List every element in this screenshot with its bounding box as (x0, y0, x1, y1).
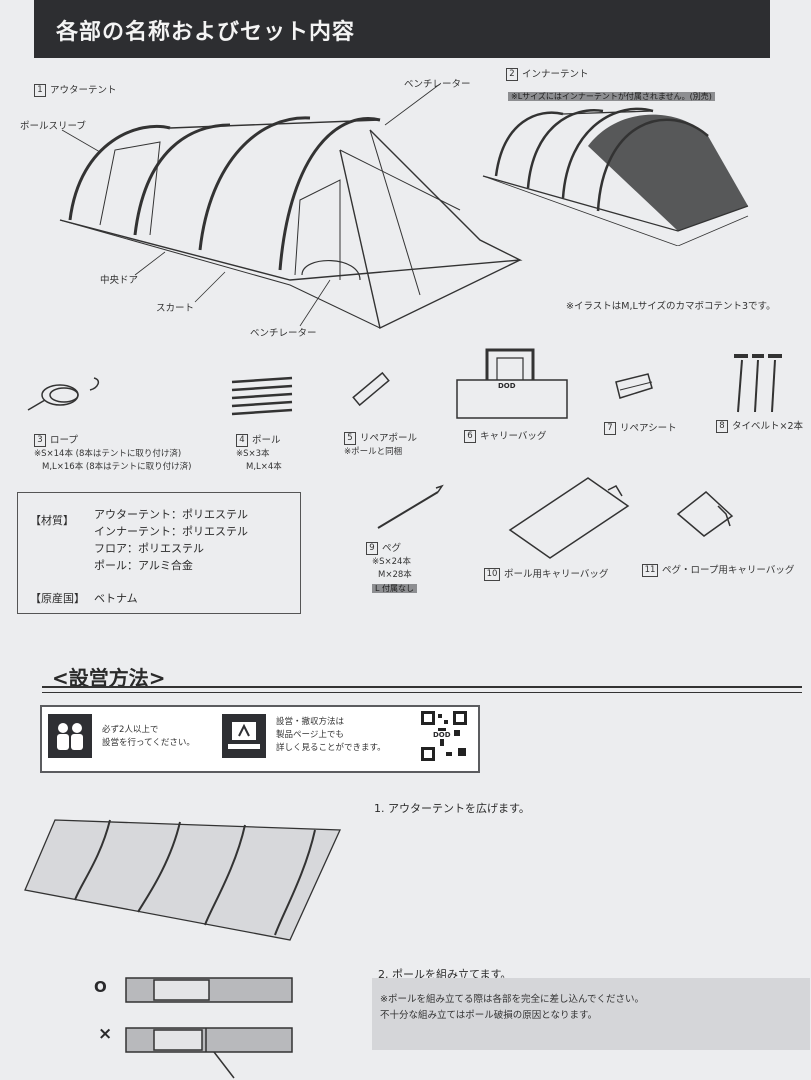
callout-center-door: 中央ドア (100, 275, 139, 286)
material-label: 【材質】 (30, 514, 74, 527)
items-icons (27, 348, 782, 419)
tie-belt-icon (734, 354, 782, 413)
spread-tent-illustration (24, 819, 341, 941)
material-row-outer: アウターテント：ポリエステル (94, 508, 248, 521)
step-2: 2. ポールを組み立てます。 (378, 968, 512, 981)
instruction-web: 設営・撤収方法は 製品ページ上でも 詳しく見ることができます。 (276, 717, 386, 753)
rope-icon (27, 377, 100, 411)
callout-ventilator-bottom: ベンチレーター (250, 328, 317, 339)
two-people-icon (48, 714, 92, 758)
ok-mark: O (94, 978, 107, 996)
ng-mark: × (98, 1024, 113, 1044)
pole-bag-icon (508, 477, 630, 559)
peg-rope-bag-icon (676, 491, 734, 537)
step-1: 1. アウターテントを広げます。 (374, 802, 530, 815)
peg-bags-icons (377, 477, 734, 559)
laptop-icon (222, 714, 266, 758)
bag-logo: DOD (498, 382, 516, 390)
carry-bag-icon (456, 348, 568, 419)
pole-icon (231, 376, 293, 416)
instruction-two-people: 必ず2人以上で 設営を行ってください。 (102, 725, 195, 748)
pole-joint-illustration (125, 977, 293, 1079)
material-row-pole: ポール：アルミ合金 (94, 559, 193, 572)
material-row-inner: インナーテント：ポリエステル (94, 525, 248, 538)
spec-box (17, 492, 301, 614)
illustration-note: ※イラストはM,Lサイズのカマボコテント3です。 (566, 301, 776, 312)
origin-label: 【原産国】 (30, 592, 85, 605)
item-pole-detail: ※S×3本 M,L×4本 (236, 449, 282, 472)
page-title: 各部の名称およびセット内容 (56, 20, 356, 45)
item-repair-pole-detail: ※ポールと同梱 (344, 447, 403, 457)
inner-tent-note: ※Lサイズにはインナーテントが付属されません。(別売) (508, 84, 715, 103)
peg-icon (377, 484, 444, 529)
warning-text: ※ポールを組み立てる際は各部を完全に差し込んでください。 不十分な組み立てはポー… (380, 994, 644, 1021)
setup-divider-thin (42, 692, 802, 693)
qr-label: DOD (432, 731, 452, 739)
setup-divider (42, 686, 802, 688)
item-peg-detail: ※S×24本 M×28本 L 付属なし (372, 556, 417, 596)
qr-code-icon (421, 711, 467, 761)
callout-pole-sleeve: ポールスリーブ (20, 121, 86, 132)
callout-leader-lines (61, 83, 441, 327)
outer-tent-illustration (59, 116, 523, 330)
header-bar (34, 0, 770, 58)
item-rope-detail: ※S×14本 (8本はテントに取り付け済) M,L×16本 (8本はテントに取り… (34, 449, 192, 472)
repair-pole-icon (352, 371, 390, 407)
callout-skirt: スカート (156, 303, 195, 314)
warning-box (372, 978, 810, 1050)
material-row-floor: フロア：ポリエステル (94, 542, 204, 555)
inner-tent-illustration (482, 107, 749, 246)
repair-sheet-icon (615, 373, 653, 399)
callout-ventilator-top: ベンチレーター (404, 79, 471, 90)
origin-value: ベトナム (94, 592, 138, 605)
